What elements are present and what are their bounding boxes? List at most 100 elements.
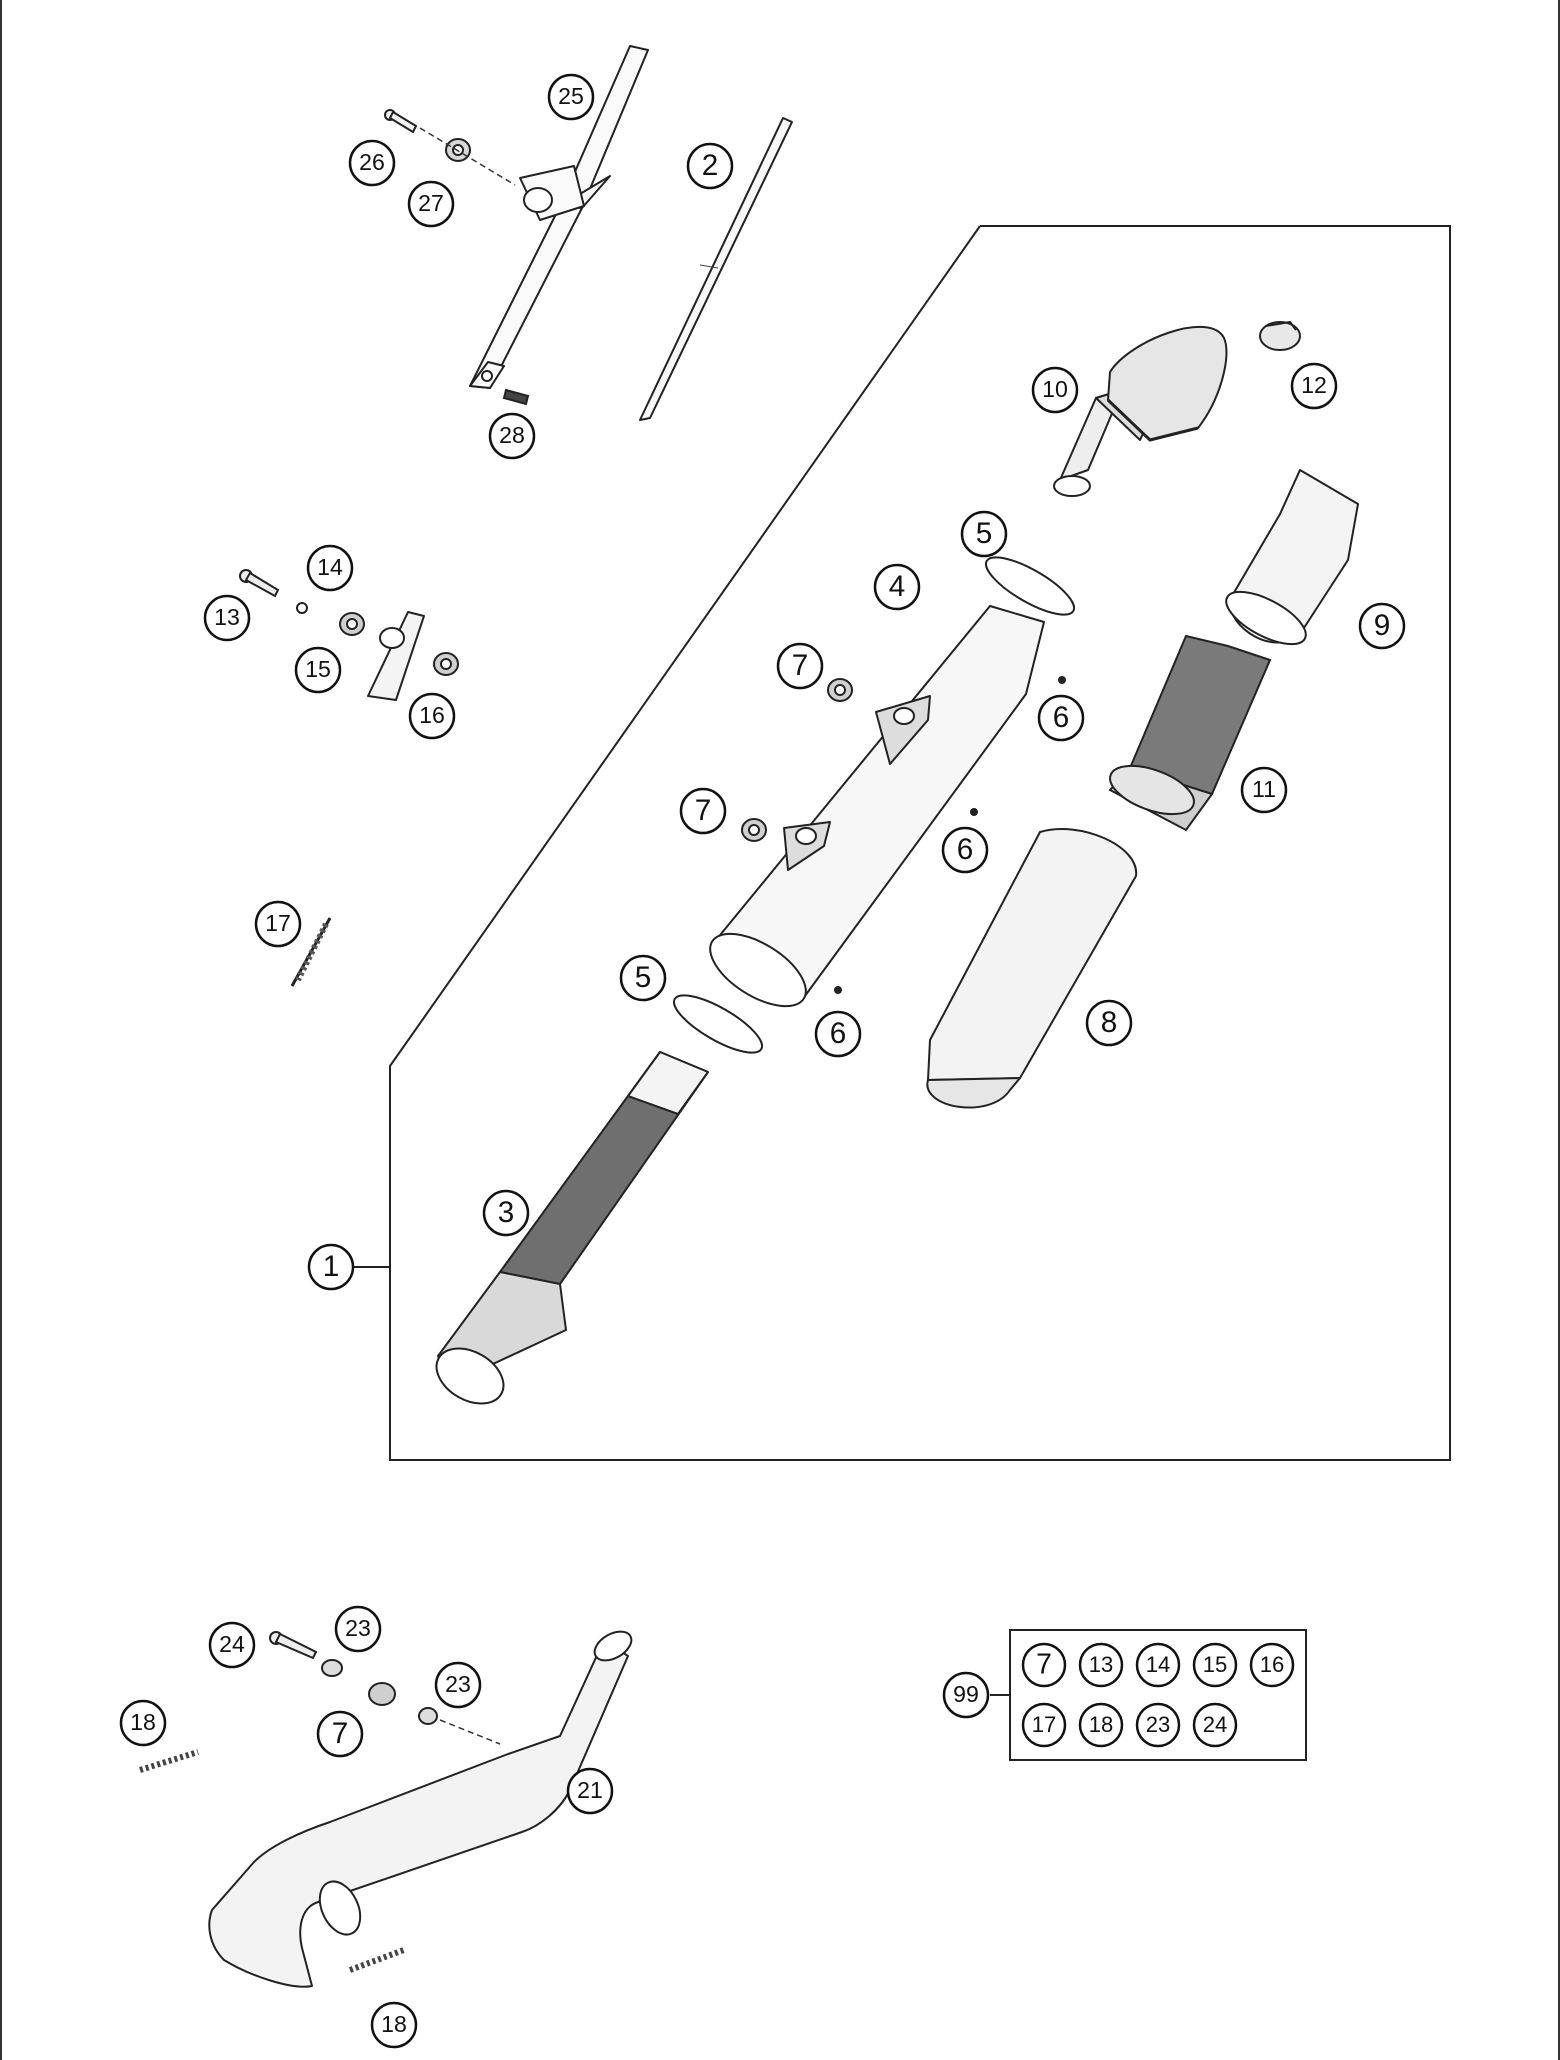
grommet-7-header	[368, 1682, 396, 1706]
callout-c24-ring	[208, 1621, 256, 1669]
grommet-16	[433, 652, 459, 676]
screw-28	[502, 388, 530, 406]
kit-item-label: 23	[1146, 1712, 1171, 1737]
header-pipe-part	[208, 1630, 633, 1988]
callout-c24: 24	[208, 1621, 256, 1669]
callout-c8-ring	[1085, 999, 1133, 1047]
callout-c18a: 18	[119, 1699, 167, 1747]
callout-c9-ring	[1358, 602, 1406, 650]
callout-c16-ring	[408, 692, 456, 740]
callout-c4-label: 4	[889, 570, 906, 603]
callout-c18b-label: 18	[381, 2011, 407, 2037]
callout-c99: 99	[942, 1671, 990, 1719]
callout-c14-ring	[306, 544, 354, 592]
callout-c27-label: 27	[418, 190, 444, 216]
callout-c5b-label: 5	[635, 961, 652, 994]
callout-c2-label: 2	[702, 149, 719, 182]
callout-c8: 8	[1085, 999, 1133, 1047]
kit-item-label: 7	[1036, 1648, 1052, 1680]
callout-c6a-ring	[1037, 694, 1085, 742]
kit-item-label: 15	[1203, 1652, 1228, 1677]
callout-c26: 26	[348, 139, 396, 187]
callout-c3-ring	[482, 1189, 530, 1237]
callout-c4-ring	[873, 563, 921, 611]
kit-item: 16	[1249, 1642, 1295, 1688]
kit-item-label: 18	[1089, 1712, 1114, 1737]
callout-c9: 9	[1358, 602, 1406, 650]
callout-c7a-ring	[776, 642, 824, 690]
callout-c5b: 5	[619, 954, 667, 1002]
callout-c23b-label: 23	[445, 1671, 471, 1697]
bolt-24	[269, 1631, 318, 1660]
kit-item: 7	[1021, 1642, 1067, 1688]
kit-item-ring	[1192, 1702, 1238, 1748]
callout-c13: 13	[203, 594, 251, 642]
callout-c26-label: 26	[359, 149, 385, 175]
callout-c6b-ring	[941, 826, 989, 874]
callout-c6c-label: 6	[830, 1017, 847, 1050]
callout-c26-ring	[348, 139, 396, 187]
callout-c1-label: 1	[323, 1250, 340, 1283]
inlet-cone-part	[435, 1051, 709, 1405]
grommet-7-lower	[741, 818, 767, 842]
bolt-26	[384, 109, 418, 134]
kit-item-ring	[1249, 1642, 1295, 1688]
assembly-dashline-26	[419, 127, 516, 186]
callout-c10: 10	[1031, 366, 1079, 414]
kit-item: 13	[1078, 1642, 1124, 1688]
callout-c5a-label: 5	[976, 517, 993, 550]
callout-c1-ring	[307, 1243, 355, 1291]
kit-item-ring	[1192, 1642, 1238, 1688]
callout-c7b-label: 7	[695, 794, 712, 827]
callout-c7c-ring	[316, 1710, 364, 1758]
callout-c27: 27	[407, 180, 455, 228]
callout-c16-label: 16	[419, 702, 445, 728]
callout-c25-ring	[547, 73, 595, 121]
washer-14	[296, 602, 308, 614]
kit-item: 18	[1078, 1702, 1124, 1748]
callout-c18a-label: 18	[130, 1709, 156, 1735]
callout-c17-ring	[254, 900, 302, 948]
spring-18-b	[348, 1947, 406, 1973]
callout-c3: 3	[482, 1189, 530, 1237]
callout-c11: 11	[1240, 766, 1288, 814]
heat-shield-part	[639, 117, 793, 421]
kit-item: 17	[1021, 1702, 1067, 1748]
callout-c28: 28	[488, 412, 536, 460]
silencer-assembly-outline	[389, 225, 1451, 1461]
washer-23-a	[321, 1659, 343, 1677]
kit-item-ring	[1021, 1642, 1067, 1688]
callout-c28-label: 28	[499, 422, 525, 448]
silencer-body-part	[709, 605, 1045, 1008]
kit-item: 23	[1135, 1702, 1181, 1748]
kit-item-label: 16	[1260, 1652, 1285, 1677]
callout-c7b-ring	[679, 787, 727, 835]
gasket-5-upper	[984, 556, 1076, 616]
spring-18-a	[139, 1749, 199, 1773]
callout-c17-label: 17	[265, 910, 291, 936]
heat-shield-crease	[699, 264, 719, 269]
callout-c10-label: 10	[1042, 376, 1068, 402]
callout-c15: 15	[294, 646, 342, 694]
callout-c24-label: 24	[219, 1631, 245, 1657]
kit-item: 15	[1192, 1642, 1238, 1688]
callout-c6c-ring	[814, 1010, 862, 1058]
callout-c11-label: 11	[1252, 776, 1276, 802]
bolt-13	[239, 569, 280, 598]
kit-item-ring	[1135, 1642, 1181, 1688]
kit-item: 24	[1192, 1702, 1238, 1748]
callout-c25: 25	[547, 73, 595, 121]
callout-c2: 2	[686, 142, 734, 190]
callout-c12-label: 12	[1301, 372, 1327, 398]
callout-c5b-ring	[619, 954, 667, 1002]
cover-part	[926, 828, 1138, 1109]
callout-c23b-ring	[434, 1661, 482, 1709]
callout-c18a-ring	[119, 1699, 167, 1747]
callout-c12: 12	[1290, 362, 1338, 410]
callout-c6c: 6	[814, 1010, 862, 1058]
callout-c27-ring	[407, 180, 455, 228]
callout-c3-label: 3	[498, 1196, 515, 1229]
mount-bracket	[367, 611, 425, 701]
